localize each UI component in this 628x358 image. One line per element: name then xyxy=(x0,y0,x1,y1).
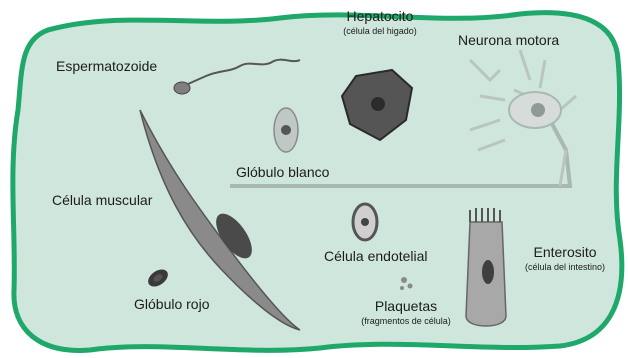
label-plaquetas-sub: (fragmentos de célula) xyxy=(361,316,451,326)
label-plaquetas: Plaquetas xyxy=(375,298,437,314)
label-espermatozoide: Espermatozoide xyxy=(56,58,157,74)
label-globulo-rojo: Glóbulo rojo xyxy=(134,296,210,312)
white-blood-cell xyxy=(274,108,298,152)
endothelial-cell xyxy=(353,204,377,240)
label-celula-endotelial: Célula endotelial xyxy=(324,248,428,264)
label-hepatocito-sub: (célula del higado) xyxy=(343,26,417,36)
label-enterosito-sub: (célula del intestino) xyxy=(525,262,605,272)
label-hepatocito: Hepatocito xyxy=(347,8,414,24)
label-globulo-blanco: Glóbulo blanco xyxy=(236,164,329,180)
enterocyte-cell xyxy=(466,208,506,326)
label-neurona-motora: Neurona motora xyxy=(458,32,559,48)
label-celula-muscular: Célula muscular xyxy=(52,192,152,208)
label-enterosito: Enterosito xyxy=(533,244,596,260)
